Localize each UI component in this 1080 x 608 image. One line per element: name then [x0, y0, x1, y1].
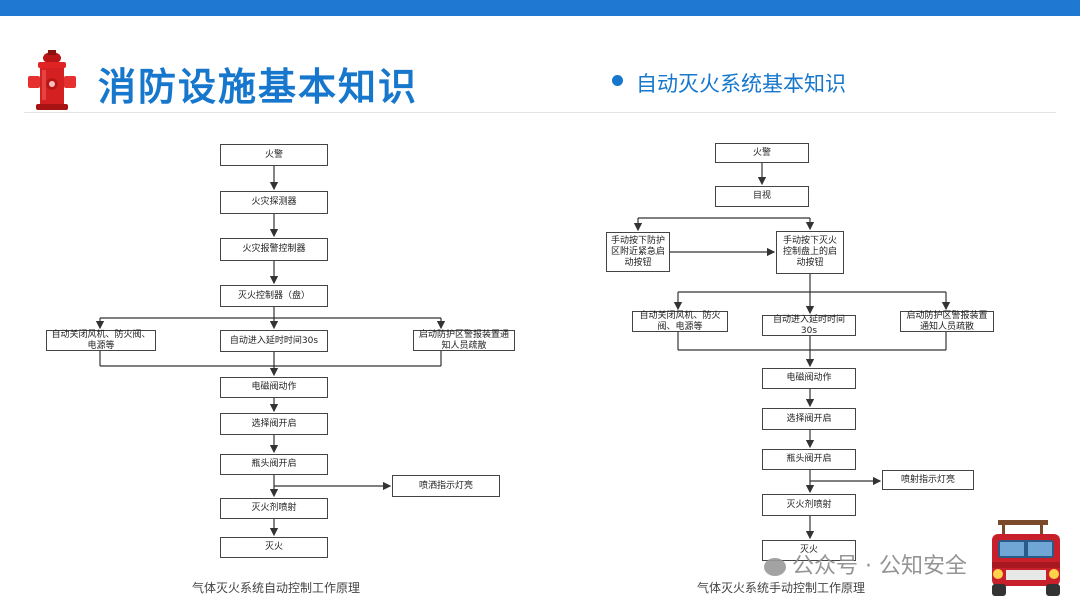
right-node-zone-alarm: 启动防护区警报装置通知人员疏散 — [900, 311, 994, 332]
right-node-fire-alarm: 火警 — [715, 143, 809, 163]
left-node-alarm-controller: 火灾报警控制器 — [220, 238, 328, 261]
left-node-delay: 自动进入延时时间30s — [220, 330, 328, 352]
wechat-icon — [764, 558, 786, 576]
right-node-agent-spray: 灭火剂喷射 — [762, 494, 856, 516]
right-node-spray-lamp: 喷射指示灯亮 — [882, 470, 974, 490]
page-title: 消防设施基本知识 — [98, 65, 419, 109]
section-subtitle: 自动灭火系统基本知识 — [636, 72, 846, 96]
left-node-spray-lamp: 喷洒指示灯亮 — [392, 475, 500, 497]
right-node-manual-emergency: 手动按下防护区附近紧急启动按钮 — [606, 232, 670, 272]
left-node-auto-close: 自动关闭风机、防火阀、电源等 — [46, 330, 156, 351]
watermark: 公众号 · 公知安全 — [764, 548, 967, 580]
left-node-bottle-valve: 瓶头阀开启 — [220, 454, 328, 475]
right-node-extinguish: 灭火 — [762, 540, 856, 561]
bullet-icon — [612, 75, 623, 86]
left-node-selector: 选择阀开启 — [220, 413, 328, 435]
left-node-agent-spray: 灭火剂喷射 — [220, 498, 328, 519]
right-node-bottle-valve: 瓶头阀开启 — [762, 449, 856, 470]
left-node-fire-alarm: 火警 — [220, 144, 328, 166]
right-node-solenoid: 电磁阀动作 — [762, 368, 856, 389]
right-node-auto-close: 自动关闭风机、防火阀、电源等 — [632, 311, 728, 332]
watermark-text: 公众号 · 公知安全 — [792, 554, 967, 579]
left-node-extinguish: 灭火 — [220, 537, 328, 558]
right-caption: 气体灭火系统手动控制工作原理 — [697, 581, 866, 595]
left-caption: 气体灭火系统自动控制工作原理 — [192, 581, 361, 595]
right-node-selector: 选择阀开启 — [762, 408, 856, 430]
right-node-delay: 自动进入延时时间30s — [762, 315, 856, 336]
right-node-manual-panel: 手动按下灭火控制盘上的启动按钮 — [776, 231, 844, 274]
fire-hydrant-icon — [28, 50, 76, 110]
fire-truck-icon — [992, 520, 1060, 596]
top-bar — [0, 0, 1080, 16]
right-node-witness: 目视 — [715, 186, 809, 207]
left-node-zone-alarm: 启动防护区警报装置通知人员疏散 — [413, 330, 515, 351]
left-node-extinguish-controller: 灭火控制器（盘） — [220, 285, 328, 307]
left-node-detector: 火灾探测器 — [220, 191, 328, 214]
divider — [24, 112, 1056, 113]
left-node-solenoid: 电磁阀动作 — [220, 377, 328, 398]
